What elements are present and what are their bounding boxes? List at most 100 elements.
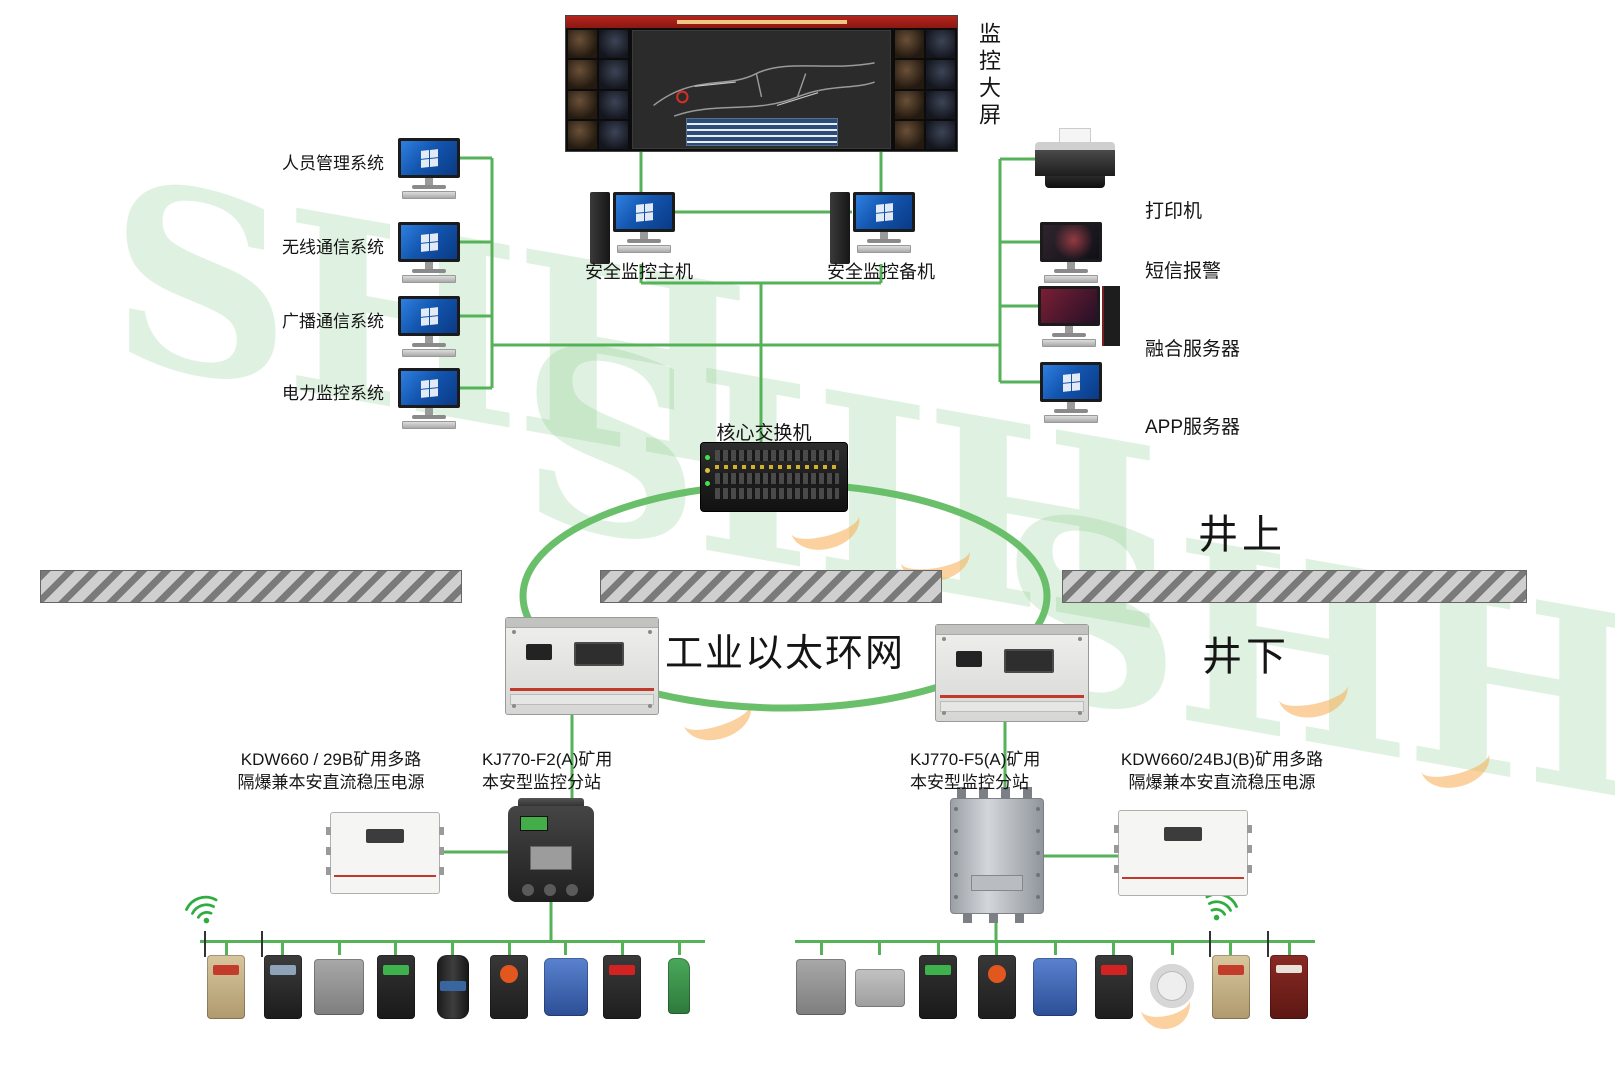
monitor-base (1054, 409, 1088, 413)
monitor-base (627, 239, 661, 243)
camera-thumb (568, 120, 597, 149)
printer-body (1035, 150, 1115, 176)
camera-thumb (926, 90, 955, 119)
label-printer: 打印机 (1145, 201, 1203, 222)
pc-tower (590, 192, 610, 264)
enclosure-strip (510, 694, 654, 705)
monitor-base (1052, 333, 1086, 337)
sensor-body (376, 955, 415, 1019)
mine-map-drawing (653, 62, 875, 117)
switch-leds (705, 455, 710, 460)
drop-line (1287, 943, 1291, 955)
wireless-methane-sensor-icon (1205, 931, 1257, 1063)
camera-thumb (926, 30, 955, 59)
screws (512, 630, 516, 634)
monitor-screen (1038, 286, 1100, 326)
sensor-display (439, 981, 466, 991)
antenna-icon (260, 931, 263, 957)
sensor-body (977, 955, 1016, 1019)
video-wall-body (566, 28, 957, 151)
sensor-display (213, 965, 239, 975)
wifi-icon (185, 895, 218, 924)
camera-thumb (895, 60, 924, 89)
label-ethernet-ring: 工业以太环网 (664, 633, 905, 675)
label-broadcast-system: 广播通信系统 (282, 312, 384, 331)
sensor-display (382, 965, 409, 975)
sensor-group-right (795, 931, 1315, 1063)
enclosure-top (506, 618, 658, 628)
cable-glands-bottom (963, 913, 1031, 923)
flange-bolts (954, 807, 958, 811)
antenna-icon (1208, 931, 1211, 957)
enclosure-red-line (940, 695, 1084, 698)
sensor-body (1150, 964, 1194, 1008)
sensor-body (543, 958, 588, 1016)
printer-top (1035, 142, 1115, 152)
monitoring-video-wall (565, 15, 958, 152)
power-display-slot (366, 829, 404, 843)
switch-port-row (715, 488, 839, 499)
safety-monitoring-host-icon (590, 192, 675, 264)
camera-thumb (599, 60, 628, 89)
enclosure-display (574, 642, 624, 666)
ground-bar (600, 570, 942, 603)
monitor-stand (425, 262, 433, 269)
cylinder-sensor-icon (427, 943, 479, 1063)
drop-line (936, 943, 940, 955)
kj770-f5-substation-icon (950, 787, 1044, 923)
safety-monitoring-backup-icon (830, 192, 915, 264)
drop-line (281, 943, 285, 955)
drop-line (1229, 943, 1232, 955)
enclosure-top (936, 625, 1088, 635)
screws (942, 637, 946, 641)
camera-thumb (926, 120, 955, 149)
printer-tray (1045, 176, 1105, 188)
monitor-stand (425, 408, 433, 415)
drop-line (878, 943, 881, 955)
substation-enclosure-left (505, 617, 659, 715)
drop-line (337, 943, 341, 955)
monitor-base (412, 269, 446, 273)
label-surface-zone: 井上 (1198, 513, 1286, 557)
cable-coil-icon (1146, 943, 1198, 1063)
camera-thumb (895, 120, 924, 149)
label-monitoring-host: 安全监控主机 (585, 262, 693, 282)
enclosure-window (956, 651, 982, 667)
ground-bar (1062, 570, 1527, 603)
substation-enclosure-right (935, 624, 1089, 722)
keyboard-icon (402, 349, 456, 357)
app-server-monitor-icon (1040, 362, 1102, 423)
sensor-body (919, 955, 957, 1019)
keyboard-icon (402, 421, 456, 429)
enclosure-red-line (510, 688, 654, 691)
enclosure-strip (940, 701, 1084, 712)
drop-line (394, 943, 398, 955)
broadcast-system-monitor-icon (398, 296, 460, 357)
camera-thumbnails-left (566, 28, 630, 151)
enclosure-display (1004, 649, 1054, 673)
drop-line (819, 943, 823, 955)
clamp-sensor-icon (653, 943, 705, 1063)
keyboard-icon (857, 245, 911, 253)
sms-alarm-monitor-icon (1040, 222, 1102, 283)
sensor-group-left (200, 931, 705, 1063)
video-wall-title-bar (566, 16, 957, 28)
switch-port-row (715, 473, 839, 484)
windows-logo-icon (875, 202, 893, 222)
printer-icon (1035, 128, 1115, 190)
sensor-display (925, 965, 951, 975)
name-plate (530, 846, 572, 870)
label-core-switch: 核心交换机 (716, 423, 812, 444)
camera-thumb (568, 60, 597, 89)
camera-thumb (599, 90, 628, 119)
camera-thumb (895, 30, 924, 59)
label-kdw660-24bj: KDW660/24BJ(B)矿用多路 隔爆兼本安直流稳压电源 (1120, 750, 1324, 792)
label-personnel-system: 人员管理系统 (282, 154, 384, 173)
map-alert-marker (676, 90, 689, 104)
camera-thumbnails-right (893, 28, 957, 151)
monitor-base (412, 343, 446, 347)
windows-logo-icon (420, 378, 438, 398)
windows-logo-icon (420, 148, 438, 168)
display-sensor-icon (370, 943, 422, 1063)
